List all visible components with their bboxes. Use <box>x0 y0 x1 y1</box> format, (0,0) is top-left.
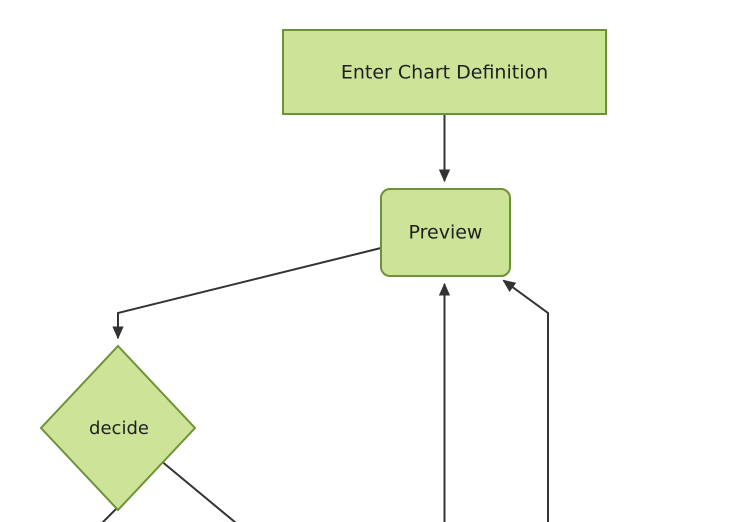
edge-preview-to-decide <box>112 247 382 340</box>
node-layer: Enter Chart Definition Preview decide <box>39 29 607 512</box>
node-enter-chart-definition-shape[interactable] <box>282 29 607 115</box>
node-decide-label: decide <box>89 418 149 439</box>
node-decide-shape[interactable] <box>39 344 197 512</box>
edge-layer <box>101 114 549 522</box>
node-preview[interactable]: Preview <box>380 188 511 277</box>
node-enter-chart-definition-label: Enter Chart Definition <box>341 62 548 84</box>
edge-decide-right-out <box>159 459 237 522</box>
node-preview-label: Preview <box>409 222 483 244</box>
edge-bottom-right-to-preview <box>502 279 549 522</box>
edge-decide-bottom-out <box>101 507 118 522</box>
node-decide[interactable]: decide <box>39 344 197 512</box>
node-enter-chart-definition[interactable]: Enter Chart Definition <box>282 29 607 115</box>
node-preview-shape[interactable] <box>380 188 511 277</box>
